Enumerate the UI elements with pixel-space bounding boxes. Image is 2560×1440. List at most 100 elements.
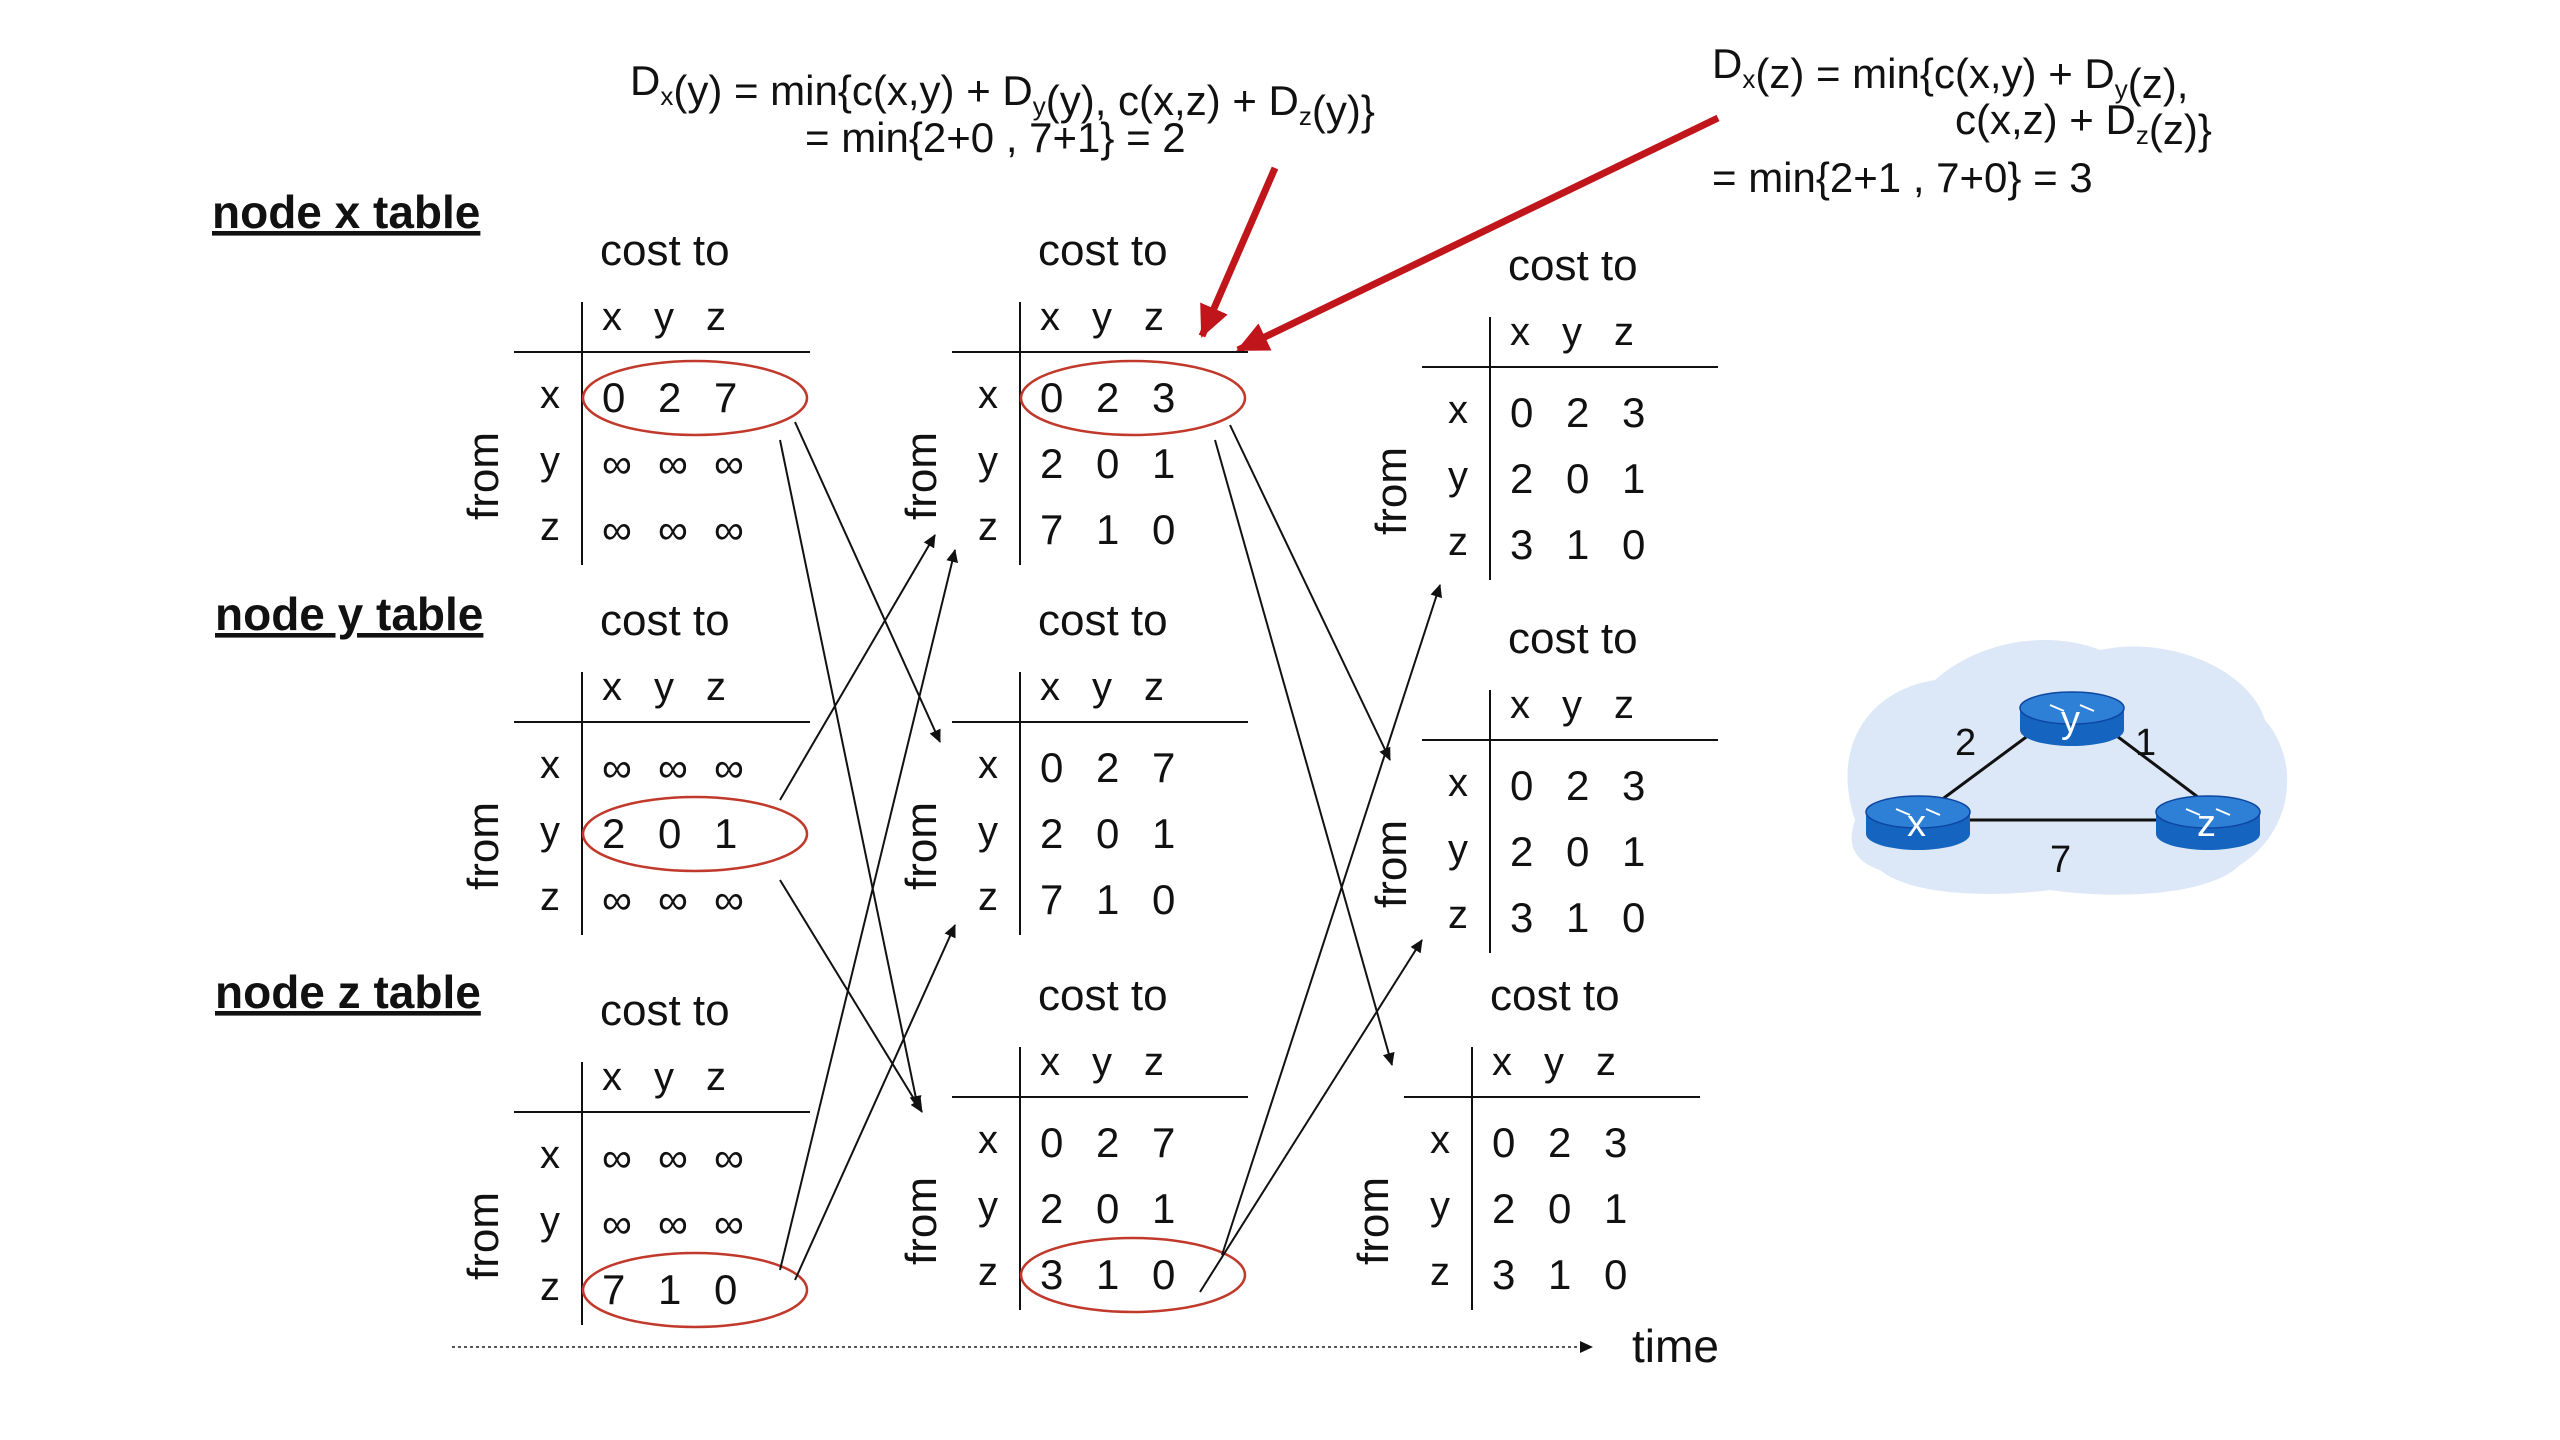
msg-arrow xyxy=(1221,584,1442,1256)
from-label: from xyxy=(897,802,946,890)
formula-left-line1: Dx(y) = min{c(x,y) + Dy(y), c(x,z) + Dz(… xyxy=(630,57,1375,134)
row-header: x xyxy=(1430,1118,1450,1162)
highlight-ellipse xyxy=(581,1251,809,1329)
column-header: y xyxy=(654,1055,674,1099)
node-z-table-label: node z table xyxy=(215,966,481,1018)
router-label: x xyxy=(1907,803,1926,845)
table-cell: 0 xyxy=(1096,810,1119,857)
table-cell: 0 xyxy=(602,374,625,421)
table-cell: 0 xyxy=(1096,440,1119,487)
column-header: x xyxy=(1040,665,1060,709)
table-cell: 3 xyxy=(1604,1119,1627,1166)
msg-arrow xyxy=(779,534,936,801)
table-cell: 0 xyxy=(1040,744,1063,791)
table-cell: 3 xyxy=(1152,374,1175,421)
msg-arrow xyxy=(1199,939,1423,1293)
table-cell: 7 xyxy=(1040,876,1063,923)
row-header: z xyxy=(1430,1250,1450,1294)
table-cell: 0 xyxy=(1622,894,1645,941)
column-header: z xyxy=(706,295,726,339)
table-cell: 2 xyxy=(1510,455,1533,502)
table-cell: 1 xyxy=(1096,1251,1119,1298)
table-cell: 2 xyxy=(1096,374,1119,421)
table-cell: ∞ xyxy=(602,876,632,923)
msg-arrow xyxy=(779,439,922,1109)
column-header: z xyxy=(1596,1040,1616,1084)
row-header: x xyxy=(1448,761,1468,805)
row-header: z xyxy=(540,1265,560,1309)
time-label: time xyxy=(1632,1320,1719,1372)
row-header: x xyxy=(978,1118,998,1162)
from-label: from xyxy=(459,802,508,890)
highlight-ellipse xyxy=(581,359,809,437)
msg-arrow xyxy=(779,879,923,1113)
table-cell: ∞ xyxy=(602,1134,632,1181)
edge-cost-y-z: 1 xyxy=(2135,722,2156,764)
formula-right-line3: = min{2+1 , 7+0} = 3 xyxy=(1712,154,2093,201)
table-cell: 1 xyxy=(1622,455,1645,502)
from-label: from xyxy=(1367,447,1416,535)
table-cell: 2 xyxy=(1040,810,1063,857)
row-header: z xyxy=(540,505,560,549)
column-header: y xyxy=(1562,683,1582,727)
highlight-ellipse xyxy=(1019,359,1247,437)
from-label: from xyxy=(897,432,946,520)
table-cell: 0 xyxy=(1566,455,1589,502)
table-cell: 1 xyxy=(714,810,737,857)
column-header: x xyxy=(1040,295,1060,339)
table-cell: 2 xyxy=(1040,440,1063,487)
column-header: x xyxy=(602,295,622,339)
table-cell: 2 xyxy=(602,810,625,857)
table-cell: ∞ xyxy=(658,506,688,553)
from-label: from xyxy=(1367,820,1416,908)
row-header: z xyxy=(1448,893,1468,937)
row-header: x xyxy=(978,743,998,787)
cost-to-label: cost to xyxy=(1508,614,1638,663)
table-cell: ∞ xyxy=(602,744,632,791)
router-y: y xyxy=(2019,691,2125,746)
table-cell: 0 xyxy=(1510,762,1533,809)
table-cell: ∞ xyxy=(714,1134,744,1181)
table-cell: 0 xyxy=(1548,1185,1571,1232)
table-cell: 0 xyxy=(1566,828,1589,875)
row-header: z xyxy=(1448,520,1468,564)
table-cell: ∞ xyxy=(714,876,744,923)
node-y-table-label: node y table xyxy=(215,588,483,640)
table-cell: 0 xyxy=(1622,521,1645,568)
table-cell: ∞ xyxy=(658,744,688,791)
row-header: z xyxy=(978,505,998,549)
msg-arrow xyxy=(1229,424,1391,761)
msg-arrow xyxy=(1214,439,1395,1066)
table-cell: 0 xyxy=(1152,876,1175,923)
row-header: x xyxy=(978,373,998,417)
row-header: x xyxy=(540,1133,560,1177)
table-cell: ∞ xyxy=(714,506,744,553)
table-cell: 0 xyxy=(658,810,681,857)
table-cell: 7 xyxy=(1152,1119,1175,1166)
column-header: z xyxy=(1144,1040,1164,1084)
table-cell: 0 xyxy=(1040,374,1063,421)
column-header: y xyxy=(654,295,674,339)
table-cell: 3 xyxy=(1510,894,1533,941)
table-cell: ∞ xyxy=(602,1200,632,1247)
table-cell: 2 xyxy=(1566,762,1589,809)
table-cell: 0 xyxy=(714,1266,737,1313)
msg-arrow xyxy=(779,549,958,1271)
table-cell: 7 xyxy=(714,374,737,421)
formula-right-line2: c(x,z) + Dz(z)} xyxy=(1955,96,2212,153)
from-label: from xyxy=(897,1177,946,1265)
column-header: x xyxy=(1040,1040,1060,1084)
table-cell: 3 xyxy=(1622,389,1645,436)
cost-to-label: cost to xyxy=(600,596,730,645)
column-header: x xyxy=(1510,683,1530,727)
table-cell: 1 xyxy=(1152,440,1175,487)
cost-to-label: cost to xyxy=(1038,596,1168,645)
